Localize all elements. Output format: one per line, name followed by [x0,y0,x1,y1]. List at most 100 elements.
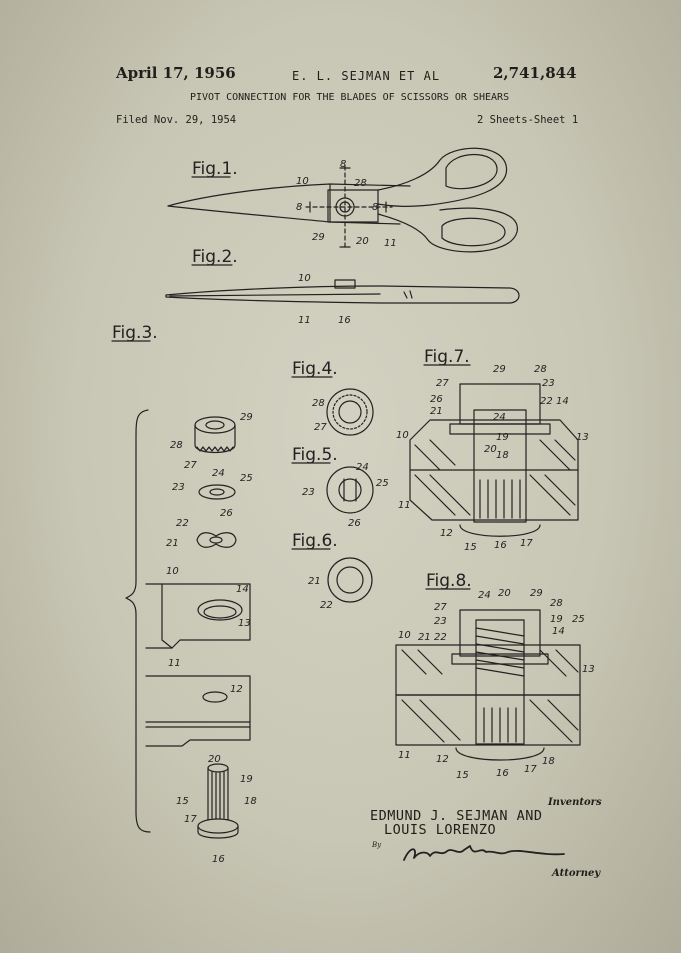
ref-16-fig8: 16 [496,768,509,779]
inventors-label: Inventors [548,797,602,808]
ref-27-fig3: 27 [184,460,197,471]
ref-23-fig7: 23 [542,378,555,389]
ref-13-fig8: 13 [582,664,595,675]
ref-10-fig2: 10 [298,273,311,284]
ref-19-fig8: 19 [550,614,563,625]
patent-date: April 17, 1956 [116,64,236,82]
ref-28-fig8: 28 [550,598,563,609]
filed-date: Filed Nov. 29, 1954 [116,114,237,126]
ref-11-fig7: 11 [398,500,411,511]
attorney-label: Attorney [552,868,601,879]
fig6-label: Fig.6. [292,531,338,551]
ref-25-fig3: 25 [240,473,253,484]
fig1-label: Fig.1. [192,159,238,179]
fig3-nut [194,416,236,454]
fig3-label: Fig.3. [112,323,158,343]
ref-14-fig3: 14 [236,584,249,595]
ref-26-fig3: 26 [220,508,233,519]
ref-20: 20 [356,236,369,247]
ref-25-fig5: 25 [376,478,389,489]
fig4-label: Fig.4. [292,359,338,379]
ref-23-fig8: 23 [434,616,447,627]
ref-8-left: 8 [296,202,302,213]
ref-21-fig6: 21 [308,576,321,587]
inventor-short: E. L. SEJMAN ET AL [292,69,441,83]
ref-16-fig3: 16 [212,854,225,865]
ref-13-fig3: 13 [238,618,251,629]
ref-27-fig7: 27 [436,378,449,389]
fig4-nut-top [326,388,374,436]
ref-10-fig7: 10 [396,430,409,441]
ref-22-fig7: 22 [540,396,553,407]
ref-27-fig8: 27 [434,602,447,613]
ref-17-fig7: 17 [520,538,533,549]
fig3-pivot-bolt [197,763,239,839]
fig3-spring-washer [196,532,237,548]
ref-26-fig5: 26 [348,518,361,529]
attorney-signature [403,845,565,861]
ref-29-fig8: 29 [530,588,543,599]
fig3-blade-11 [145,675,251,747]
ref-24-fig3: 24 [212,468,225,479]
sheet-number: 2 Sheets-Sheet 1 [477,114,579,126]
ref-12-fig3: 12 [230,684,243,695]
ref-23-fig3: 23 [172,482,185,493]
ref-18-fig3: 18 [244,796,257,807]
ref-26-fig7: 26 [430,394,443,405]
ref-20-fig7: 20 [484,444,497,455]
ref-23-fig5: 23 [302,487,315,498]
fig2-scissors-side [165,279,520,304]
fig7-label: Fig.7. [424,347,470,367]
ref-11-fig3: 11 [168,658,181,669]
ref-20-fig8: 20 [498,588,511,599]
fig7-section [409,383,579,537]
ref-14-fig7: 14 [556,396,569,407]
ref-8-right: 8 [372,202,378,213]
ref-10: 10 [296,176,309,187]
ref-24-fig7: 24 [493,412,506,423]
ref-15-fig7: 15 [464,542,477,553]
ref-10-fig3: 10 [166,566,179,577]
ref-21-fig7: 21 [430,406,443,417]
ref-7: 8 [340,159,346,170]
patent-title: PIVOT CONNECTION FOR THE BLADES OF SCISS… [190,92,510,103]
fig3-washer [198,484,236,500]
fig5-label: Fig.5. [292,445,338,465]
ref-29-fig3: 29 [240,412,253,423]
fig3-spring-hole [209,536,223,544]
ref-17-fig3: 17 [184,814,197,825]
ref-16-fig2: 16 [338,315,351,326]
ref-16-fig7: 16 [494,540,507,551]
ref-28-fig4: 28 [312,398,325,409]
ref-15-fig3: 15 [176,796,189,807]
ref-22-fig8: 22 [434,632,447,643]
inventor-line-1: EDMUND J. SEJMAN AND [370,808,543,824]
ref-20-fig3: 20 [208,754,221,765]
ref-10-fig8: 10 [398,630,411,641]
ref-19-fig7: 19 [496,432,509,443]
ref-25-fig8: 25 [572,614,585,625]
ref-21-fig3: 21 [166,538,179,549]
ref-18-fig7: 18 [496,450,509,461]
ref-15-fig8: 15 [456,770,469,781]
ref-11: 11 [384,238,397,249]
ref-28: 28 [354,178,367,189]
fig8-section [395,609,581,761]
ref-22-fig3: 22 [176,518,189,529]
fig8-label: Fig.8. [426,571,472,591]
ref-28-fig3: 28 [170,440,183,451]
patent-number: 2,741,844 [493,64,577,82]
ref-14-fig8: 14 [552,626,565,637]
ref-21-fig8: 21 [418,632,431,643]
ref-27-fig4: 27 [314,422,327,433]
ref-19-fig3: 19 [240,774,253,785]
ref-17-fig8: 17 [524,764,537,775]
fig3-brace [125,409,151,833]
fig3-blade-10 [145,583,251,649]
ref-13-fig7: 13 [576,432,589,443]
fig5-washer-top [326,466,374,514]
ref-12-fig7: 12 [440,528,453,539]
ref-28-fig7: 28 [534,364,547,375]
fig2-label: Fig.2. [192,247,238,267]
